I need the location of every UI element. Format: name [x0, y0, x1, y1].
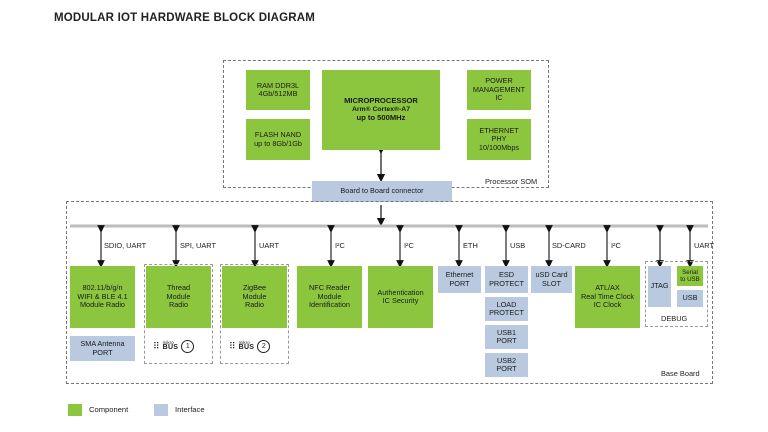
debug-group [645, 261, 708, 327]
bus-label-sdio-uart: SDIO, UART [104, 241, 147, 250]
load-protect: LOAD PROTECT [485, 297, 528, 321]
mikrobus-text: mikro BUS [162, 340, 179, 352]
mikrobus-icon: ⠿ [153, 341, 160, 351]
esd-protect: ESD PROTECT [485, 266, 528, 293]
cpu-core: Arm® Cortex®-A7 [352, 106, 410, 114]
bus-label-sd-card: SD-CARD [552, 241, 586, 250]
zigbee-module: ZigBee Module Radio [222, 266, 287, 328]
mikrobus-1-badge: ⠿ mikro BUS 1 [153, 340, 195, 353]
bus-label-uart-debug: UART [694, 241, 714, 250]
debug-label: DEBUG [661, 314, 688, 323]
jtag-port: JTAG [648, 266, 671, 307]
bus-label-i2c-rtc: I²C [611, 241, 621, 250]
bus-label-eth: ETH [463, 241, 478, 250]
legend-interface-label: Interface [175, 405, 205, 414]
base-board-label: Base Board [661, 369, 700, 378]
debug-usb-port: USB [677, 290, 703, 307]
mikrobus-icon: ⠿ [229, 341, 236, 351]
legend-component-label: Component [89, 405, 129, 414]
sma-antenna-port: SMA Antenna PORT [70, 336, 135, 361]
ethernet-port: Ethernet PORT [438, 266, 481, 293]
board-connector: Board to Board connector [312, 181, 452, 202]
ram-block: RAM DDR3L 4Gb/512MB [246, 70, 310, 110]
nfc-reader-module: NFC Reader Module Identification [297, 266, 362, 328]
flash-block: FLASH NAND up to 8Gb/1Gb [246, 119, 310, 160]
bus-label-i2c-nfc: I²C [335, 241, 345, 250]
usb1-port: USB1 PORT [485, 325, 528, 349]
mikrobus-slot-2 [220, 264, 289, 364]
usb2-port: USB2 PORT [485, 353, 528, 377]
mikrobus-slot-1 [144, 264, 213, 364]
wifi-ble-module: 802.11/b/g/n WIFI & BLE 4.1 Module Radio [70, 266, 135, 328]
legend-component-swatch [68, 404, 82, 416]
mikrobus-number-2: 2 [257, 340, 271, 353]
bus-label-spi-uart: SPI, UART [180, 241, 217, 250]
mikrobus-text: mikro BUS [238, 340, 255, 352]
cpu-title: MICROPROCESSOR [344, 96, 418, 106]
bus-label-usb: USB [510, 241, 526, 250]
mikrobus-number-1: 1 [181, 340, 195, 353]
real-time-clock: ATL/AX Real Time Clock IC Clock [575, 266, 640, 328]
ethernet-phy-block: ETHERNET PHY 10/100Mbps [467, 119, 531, 160]
authentication-ic: Authentication IC Security [368, 266, 433, 328]
power-management-block: POWER MANAGEMENT IC [467, 70, 531, 110]
cpu-speed: up to 500MHz [356, 112, 406, 122]
base-board-frame [66, 201, 713, 384]
usd-card-slot: uSD Card SLOT [531, 266, 572, 293]
mikrobus-2-badge: ⠿ mikro BUS 2 [229, 340, 271, 353]
processor-som-label: Processor SOM [485, 177, 538, 186]
bus-label-uart: UART [259, 241, 279, 250]
legend-interface-swatch [154, 404, 168, 416]
serial-to-usb: Serial to USB [677, 266, 703, 286]
microprocessor-block: MICROPROCESSOR Arm® Cortex®-A7 up to 500… [322, 70, 440, 150]
page-title: MODULAR IOT HARDWARE BLOCK DIAGRAM [54, 12, 316, 24]
bus-label-i2c-auth: I²C [404, 241, 414, 250]
thread-module: Thread Module Radio [146, 266, 211, 328]
